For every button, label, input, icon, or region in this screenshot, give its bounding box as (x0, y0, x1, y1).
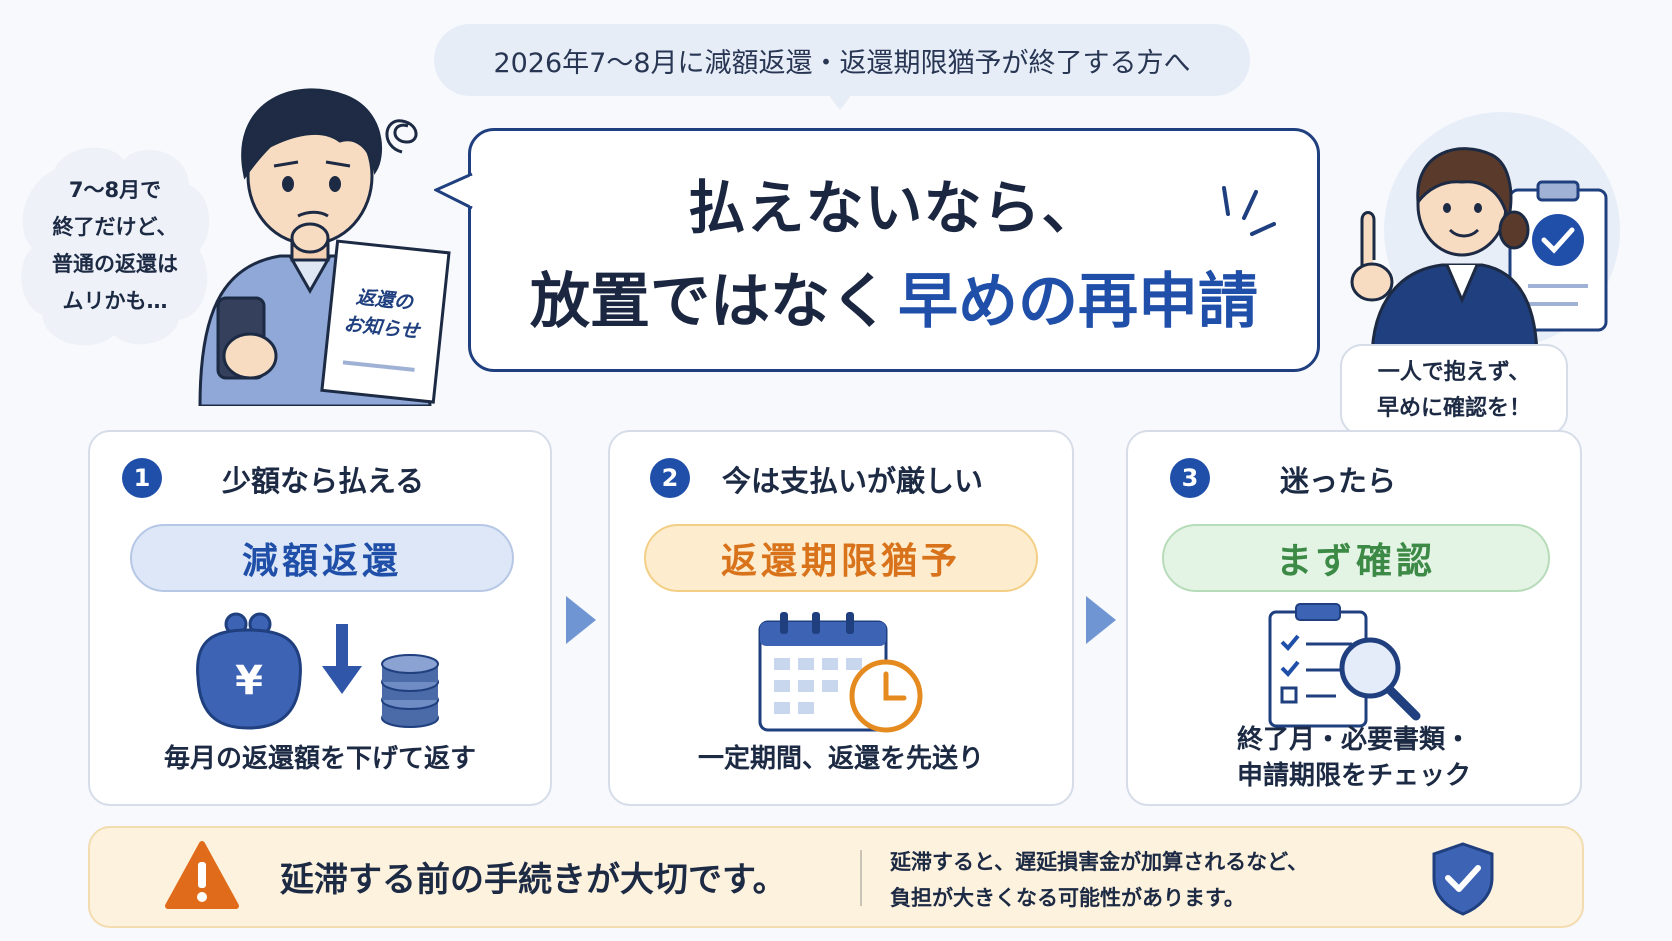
step-caption-line: 毎月の返還額を下げて返す (163, 744, 476, 774)
headline-tail (434, 172, 474, 210)
step-title-1: 少額なら払える (222, 464, 425, 498)
intro-banner: 2026年7〜8月に減額返還・返還期限猶予が終了する方へ (434, 24, 1250, 96)
step-caption-3: 終了月・必要書類・ 申請期限をチェック (1128, 722, 1580, 794)
wallet-icon: ¥ (196, 612, 439, 730)
step-arrow-2 (1086, 596, 1116, 644)
step-caption-line: 申請期限をチェック (1236, 761, 1471, 791)
step-card-2: 2 今は支払いが厳しい 返還期限猶予 一定期間、返還を先送り (608, 430, 1074, 806)
intro-banner-tail (828, 94, 852, 110)
advisor-illustration (1350, 112, 1620, 360)
warning-detail: 延滞すると、遅延損害金が加算されるなど、 負担が大きくなる可能性があります。 (890, 844, 1308, 916)
step-caption-line: 終了月・必要書類・ (1236, 725, 1471, 755)
svg-text:¥: ¥ (235, 658, 263, 704)
warning-divider (860, 850, 862, 906)
step-arrow-1 (566, 596, 596, 644)
headline-line-2: 放置ではなく 早めの再申請 (471, 253, 1317, 348)
option-pill-repayment-deferral: 返還期限猶予 (644, 524, 1038, 592)
option-pill-reduced-repayment: 減額返還 (130, 524, 514, 592)
calendar-clock-icon (758, 612, 923, 733)
step-title-2: 今は支払いが厳しい (722, 464, 984, 498)
warning-main-text: 延滞する前の手続きが大切です。 (280, 860, 787, 900)
step-title-3: 迷ったら (1280, 464, 1397, 498)
letter-label: 返還の お知らせ (331, 281, 434, 347)
step-card-3: 3 迷ったら まず確認 終了月・必要書類・ 申請期限をチェック (1126, 430, 1582, 806)
headline-plain: 放置ではなく (530, 267, 890, 337)
option-label-1: 減額返還 (241, 541, 402, 582)
warning-icon (165, 841, 239, 909)
thought-text: 7〜8月で 終了だけど、 普通の返還は ムリかも… (30, 172, 200, 320)
thought-line: 7〜8月で (68, 178, 162, 202)
headline-underline (898, 338, 1258, 348)
thought-line: 終了だけど、 (52, 215, 178, 239)
shield-check-icon (1432, 842, 1494, 916)
advisor-speech-bubble: 一人で抱えず、 早めに確認を！ (1340, 344, 1568, 436)
thought-line: ムリかも… (62, 289, 168, 313)
step-number-1: 1 (122, 458, 162, 498)
headline-emphasis-text: 早めの再申請 (898, 267, 1258, 337)
step-caption-line: 一定期間、返還を先送り (697, 744, 984, 774)
worried-student-illustration (198, 88, 451, 406)
step-number-2: 2 (650, 458, 690, 498)
step-card-1: 1 少額なら払える 減額返還 ¥ 毎月の返還額を下げて返す (88, 430, 552, 806)
option-label-3: まず確認 (1275, 541, 1436, 582)
step-caption-1: 毎月の返還額を下げて返す (90, 738, 550, 775)
headline-box: 払えないなら、 放置ではなく 早めの再申請 (468, 128, 1320, 372)
step-number-3: 3 (1170, 458, 1210, 498)
step-caption-2: 一定期間、返還を先送り (610, 738, 1072, 775)
warning-detail-line: 延滞すると、遅延損害金が加算されるなど、 (890, 850, 1309, 874)
headline-emphasis: 早めの再申請 (898, 253, 1258, 348)
thought-cloud (21, 147, 210, 346)
option-pill-check-first: まず確認 (1162, 524, 1550, 592)
checklist-magnifier-icon (1268, 603, 1421, 728)
warning-detail-line: 負担が大きくなる可能性があります。 (890, 886, 1245, 910)
advisor-bubble-line: 一人で抱えず、 (1377, 360, 1531, 385)
warning-banner: 延滞する前の手続きが大切です。 延滞すると、遅延損害金が加算されるなど、 負担が… (88, 826, 1584, 928)
emphasis-sparkle-icon (1222, 186, 1276, 236)
advisor-bubble-line: 早めに確認を！ (1376, 396, 1531, 421)
option-label-2: 返還期限猶予 (720, 541, 961, 582)
headline-line-1: 払えないなら、 (687, 174, 1101, 242)
thought-line: 普通の返還は (52, 252, 178, 276)
intro-text: 2026年7〜8月に減額返還・返還期限猶予が終了する方へ (493, 47, 1191, 79)
